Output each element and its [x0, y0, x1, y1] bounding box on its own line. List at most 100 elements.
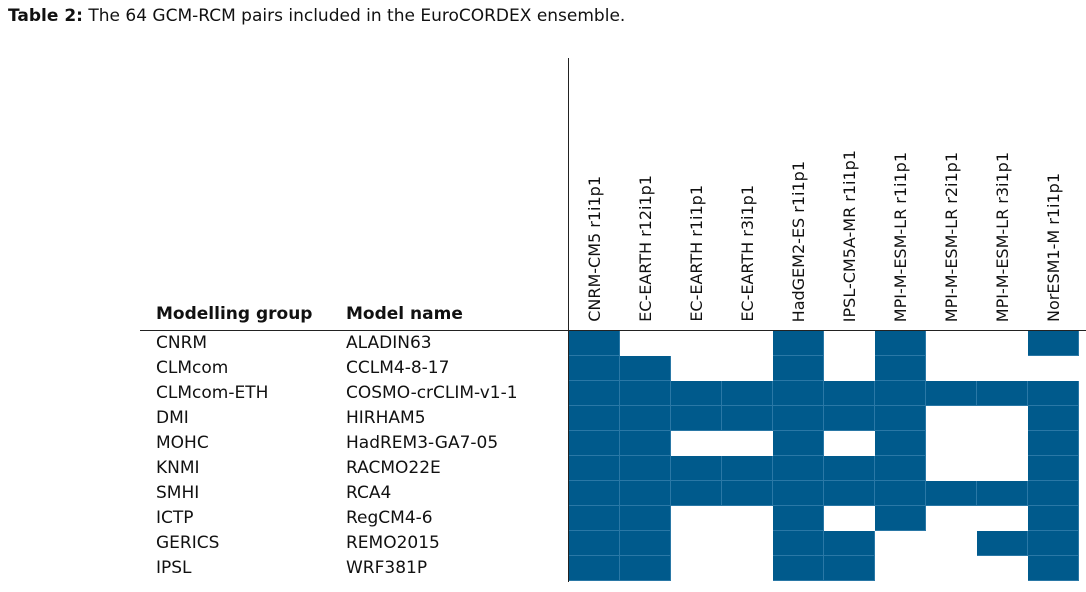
- model-name-cell: HadREM3-GA7-05: [346, 433, 499, 453]
- table-row: MOHC HadREM3-GA7-05: [0, 431, 1086, 456]
- model-name-cell: CCLM4-8-17: [346, 358, 450, 378]
- pair-included-cell: [773, 356, 824, 381]
- pair-empty-cell: [671, 356, 722, 381]
- pair-empty-cell: [671, 506, 722, 531]
- column-header: NorESM1-M r1i1p1: [1028, 58, 1079, 328]
- table-row: SMHI RCA4: [0, 481, 1086, 506]
- pair-empty-cell: [977, 406, 1028, 431]
- pair-included-cell: [875, 381, 926, 406]
- column-header-label: HadGEM2-ES r1i1p1: [788, 160, 808, 322]
- pair-empty-cell: [671, 556, 722, 581]
- pair-empty-cell: [977, 556, 1028, 581]
- pair-included-cell: [620, 481, 671, 506]
- column-header: IPSL-CM5A-MR r1i1p1: [824, 58, 875, 328]
- pair-included-cell: [977, 381, 1028, 406]
- pair-included-cell: [620, 381, 671, 406]
- model-name-cell: RCA4: [346, 483, 392, 503]
- pair-included-cell: [1028, 531, 1079, 556]
- pair-empty-cell: [1028, 356, 1079, 381]
- pair-included-cell: [926, 481, 977, 506]
- table-row: CLMcom CCLM4-8-17: [0, 356, 1086, 381]
- pair-included-cell: [875, 431, 926, 456]
- pair-empty-cell: [722, 531, 773, 556]
- header-modelling-group: Modelling group: [156, 304, 313, 324]
- model-name-cell: COSMO-crCLIM-v1-1: [346, 383, 518, 403]
- pair-empty-cell: [926, 556, 977, 581]
- model-name-cell: WRF381P: [346, 558, 428, 578]
- pair-empty-cell: [875, 531, 926, 556]
- modelling-group-cell: ICTP: [156, 508, 194, 528]
- pair-empty-cell: [722, 556, 773, 581]
- table-caption: Table 2: The 64 GCM-RCM pairs included i…: [8, 6, 625, 26]
- pair-included-cell: [722, 381, 773, 406]
- pair-included-cell: [569, 531, 620, 556]
- column-header: MPI-M-ESM-LR r1i1p1: [875, 58, 926, 328]
- pair-included-cell: [1028, 481, 1079, 506]
- pair-included-cell: [875, 406, 926, 431]
- table-row: KNMI RACMO22E: [0, 456, 1086, 481]
- column-header: EC-EARTH r3i1p1: [722, 58, 773, 328]
- pair-empty-cell: [620, 331, 671, 356]
- model-name-cell: RACMO22E: [346, 458, 441, 478]
- modelling-group-cell: IPSL: [156, 558, 192, 578]
- pair-included-cell: [1028, 431, 1079, 456]
- vertical-rule: [568, 58, 569, 582]
- pair-empty-cell: [977, 506, 1028, 531]
- model-name-cell: RegCM4-6: [346, 508, 433, 528]
- pair-included-cell: [824, 531, 875, 556]
- pair-empty-cell: [926, 456, 977, 481]
- modelling-group-cell: MOHC: [156, 433, 209, 453]
- pair-empty-cell: [722, 506, 773, 531]
- pair-included-cell: [773, 481, 824, 506]
- column-header: HadGEM2-ES r1i1p1: [773, 58, 824, 328]
- pair-included-cell: [926, 381, 977, 406]
- column-header-label: NorESM1-M r1i1p1: [1043, 173, 1063, 322]
- pair-empty-cell: [671, 331, 722, 356]
- pair-included-cell: [671, 456, 722, 481]
- modelling-group-cell: SMHI: [156, 483, 200, 503]
- pair-empty-cell: [722, 356, 773, 381]
- column-header-label: IPSL-CM5A-MR r1i1p1: [839, 149, 859, 322]
- caption-label: Table 2:: [8, 6, 83, 26]
- pair-included-cell: [569, 406, 620, 431]
- pair-included-cell: [773, 406, 824, 431]
- pair-included-cell: [1028, 556, 1079, 581]
- modelling-group-cell: KNMI: [156, 458, 200, 478]
- pair-included-cell: [620, 356, 671, 381]
- pair-empty-cell: [824, 506, 875, 531]
- pair-included-cell: [569, 331, 620, 356]
- pair-included-cell: [671, 481, 722, 506]
- pair-included-cell: [824, 556, 875, 581]
- pair-included-cell: [875, 331, 926, 356]
- pair-included-cell: [824, 381, 875, 406]
- pair-empty-cell: [875, 556, 926, 581]
- model-name-cell: REMO2015: [346, 533, 440, 553]
- pair-included-cell: [569, 431, 620, 456]
- pair-included-cell: [773, 506, 824, 531]
- modelling-group-cell: CLMcom: [156, 358, 229, 378]
- pair-included-cell: [1028, 406, 1079, 431]
- pair-included-cell: [569, 456, 620, 481]
- pair-included-cell: [620, 456, 671, 481]
- modelling-group-cell: GERICS: [156, 533, 220, 553]
- pair-included-cell: [1028, 381, 1079, 406]
- pair-included-cell: [722, 481, 773, 506]
- pair-empty-cell: [926, 506, 977, 531]
- pair-included-cell: [875, 456, 926, 481]
- pair-included-cell: [875, 356, 926, 381]
- pair-included-cell: [569, 381, 620, 406]
- pair-included-cell: [875, 481, 926, 506]
- pair-empty-cell: [977, 456, 1028, 481]
- column-header: MPI-M-ESM-LR r3i1p1: [977, 58, 1028, 328]
- column-header-label: EC-EARTH r3i1p1: [737, 185, 757, 322]
- model-name-cell: ALADIN63: [346, 333, 432, 353]
- table-row: GERICS REMO2015: [0, 531, 1086, 556]
- pair-included-cell: [773, 531, 824, 556]
- caption-text: The 64 GCM-RCM pairs included in the Eur…: [88, 6, 626, 26]
- column-header-label: EC-EARTH r12i1p1: [635, 175, 655, 322]
- pair-included-cell: [569, 481, 620, 506]
- pair-included-cell: [620, 531, 671, 556]
